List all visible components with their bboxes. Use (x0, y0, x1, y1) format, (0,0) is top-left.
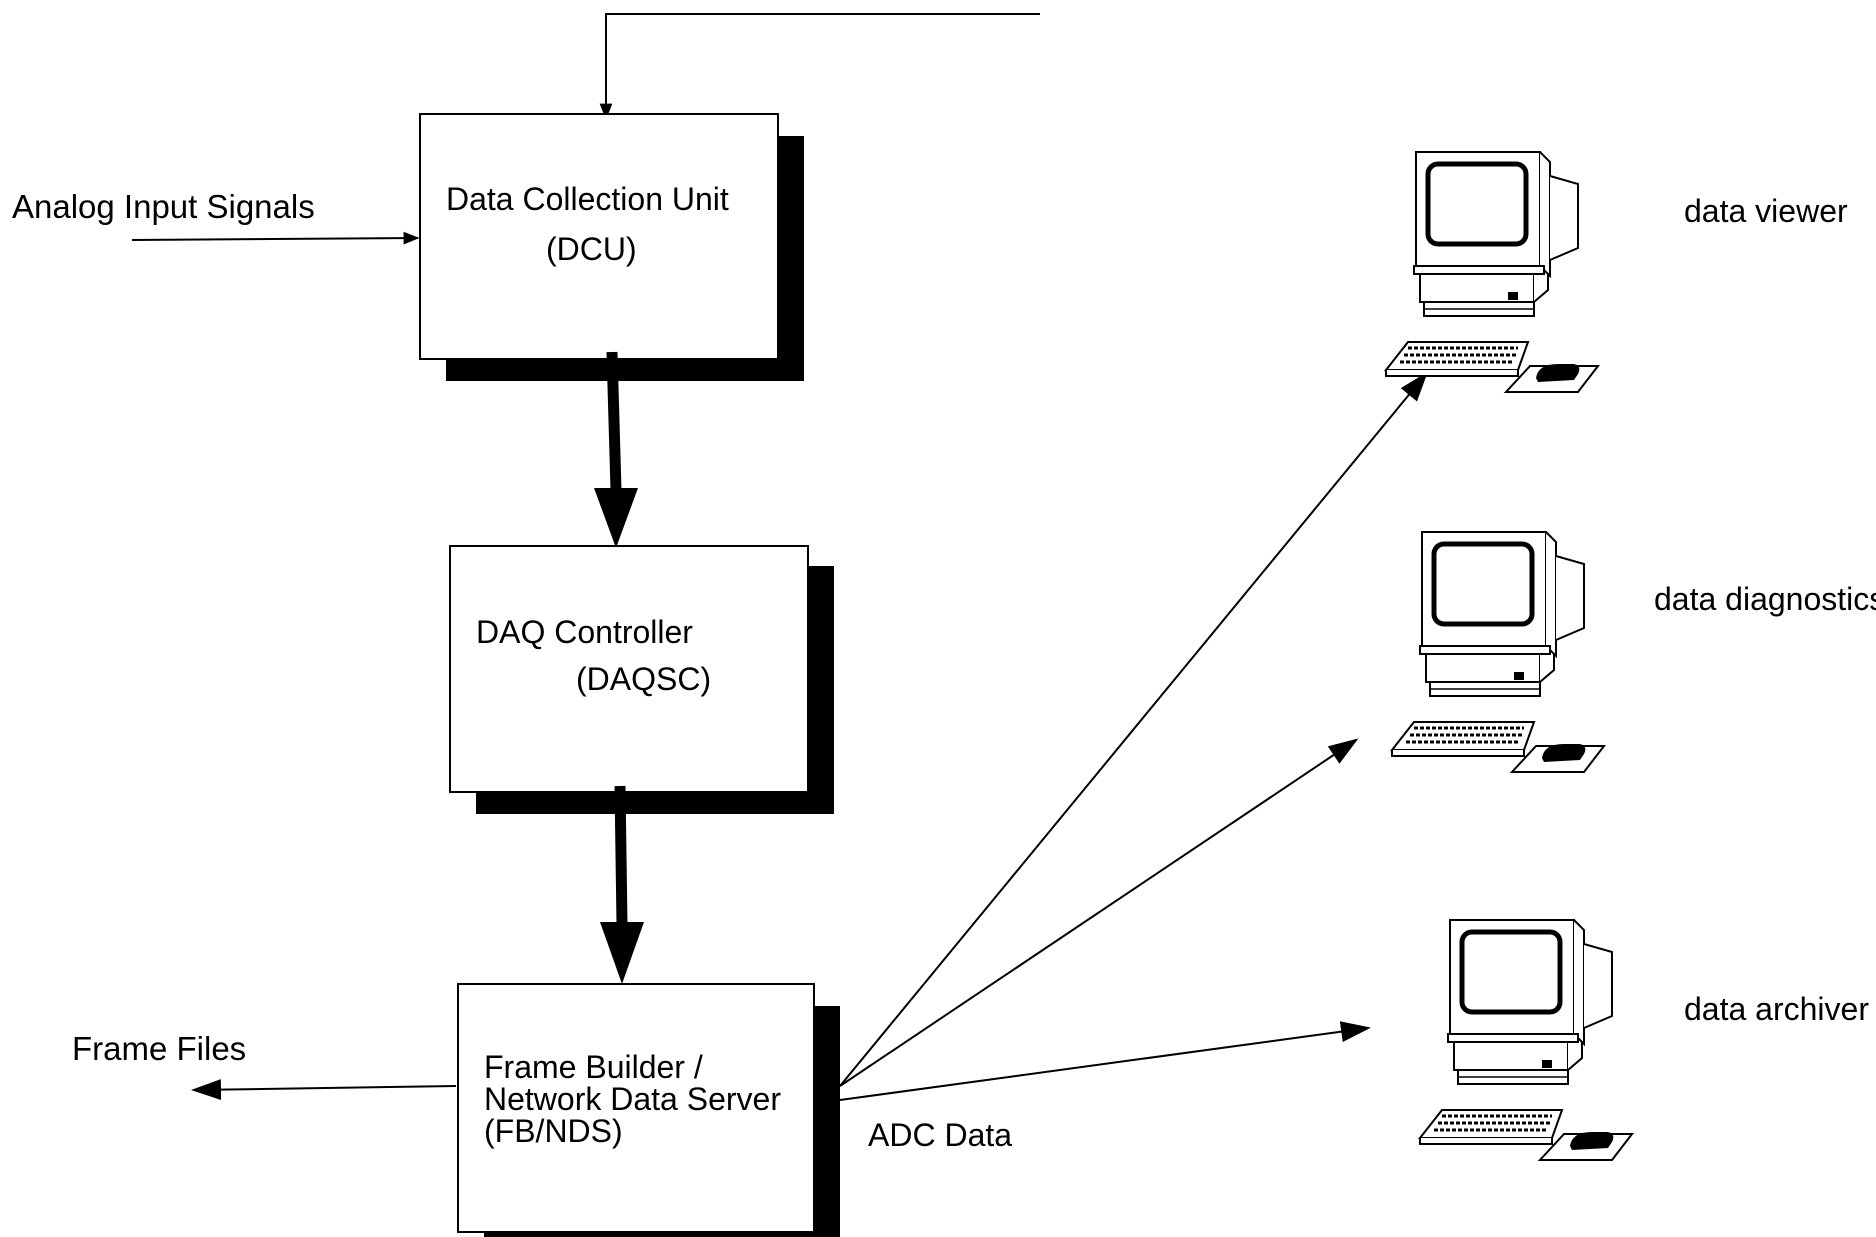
dcu-abbrev: (DCU) (546, 231, 637, 267)
frame-files-arrow (191, 1079, 457, 1101)
daqsc-title: DAQ Controller (476, 614, 693, 650)
client-label: data viewer (1684, 193, 1848, 229)
top-feed-arrow (599, 13, 1040, 120)
client-data-diagnostics: data diagnostics (1392, 532, 1876, 772)
frame-files-label: Frame Files (72, 1030, 246, 1067)
fbnds-block: Frame Builder / Network Data Server (FB/… (457, 983, 840, 1237)
client-label: data diagnostics (1654, 581, 1876, 617)
dcu-title: Data Collection Unit (446, 181, 729, 217)
analog-input-label: Analog Input Signals (12, 188, 315, 225)
client-data-archiver: data archiver (1420, 920, 1869, 1160)
dcu-block: Data Collection Unit (DCU) (419, 113, 804, 381)
adc-data-label: ADC Data (868, 1117, 1012, 1153)
fbnds-line3: (FB/NDS) (484, 1113, 623, 1149)
adc-fanout-arrows (839, 371, 1428, 1101)
analog-input-arrow (131, 231, 420, 245)
daqsc-block: DAQ Controller (DAQSC) (449, 545, 834, 814)
daqsc-to-fbnds-arrow (600, 785, 644, 984)
computer-workstation-icon (1420, 920, 1632, 1160)
fbnds-line2: Network Data Server (484, 1081, 781, 1117)
dcu-to-daqsc-arrow (594, 351, 638, 548)
client-label: data archiver (1684, 991, 1869, 1027)
daqsc-abbrev: (DAQSC) (576, 661, 711, 697)
client-data-viewer: data viewer (1386, 152, 1848, 392)
computer-workstation-icon (1392, 532, 1604, 772)
computer-workstation-icon (1386, 152, 1598, 392)
fbnds-line1: Frame Builder / (484, 1049, 703, 1085)
